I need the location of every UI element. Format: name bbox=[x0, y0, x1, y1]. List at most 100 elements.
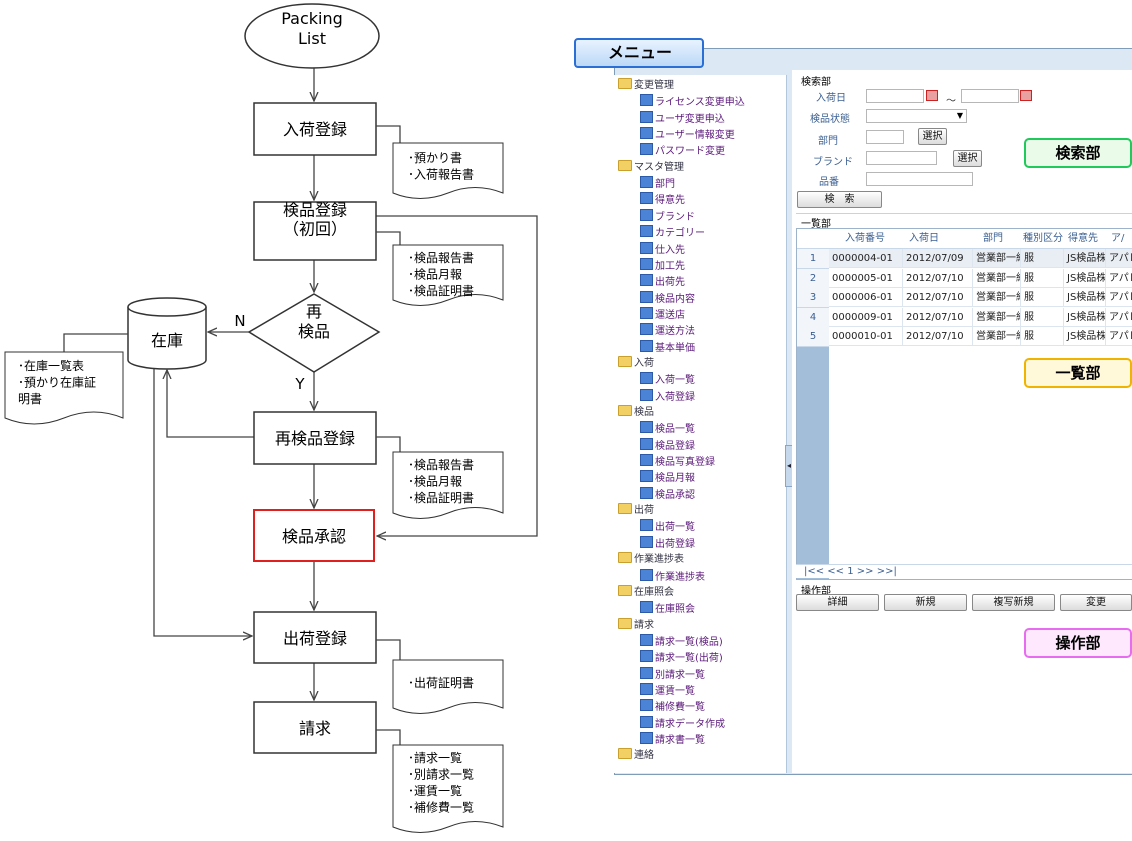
menu-item[interactable]: 運送店 bbox=[640, 306, 685, 322]
menu-item[interactable]: カテゴリー bbox=[640, 225, 705, 240]
table-cell[interactable]: 2012/07/09 bbox=[903, 249, 973, 268]
table-cell[interactable]: 0000006-01 bbox=[829, 288, 903, 307]
table-cell[interactable]: 営業部一組 bbox=[973, 307, 1021, 327]
menu-item[interactable]: 請求一覧(出荷) bbox=[640, 650, 723, 665]
table-cell[interactable]: 2012/07/10 bbox=[903, 288, 973, 307]
menu-item[interactable]: 出荷先 bbox=[640, 274, 685, 289]
table-cell[interactable]: 2012/07/10 bbox=[903, 268, 973, 288]
operation-button[interactable]: 新規 bbox=[884, 594, 967, 611]
table-cell[interactable]: 2012/07/10 bbox=[903, 307, 973, 327]
menu-item[interactable]: 検品承認 bbox=[640, 486, 695, 502]
table-cell[interactable]: 営業部一組 bbox=[973, 288, 1021, 307]
menu-item[interactable]: 別請求一覧 bbox=[640, 666, 705, 682]
table-cell[interactable]: JS検品株 bbox=[1064, 307, 1106, 327]
menu-group[interactable]: 検品 bbox=[618, 405, 654, 419]
table-cell[interactable]: 服 bbox=[1021, 327, 1064, 346]
menu-item[interactable]: 作業進捗表 bbox=[640, 568, 705, 584]
menu-group[interactable]: 入荷 bbox=[618, 355, 654, 370]
menu-item[interactable]: 検品月報 bbox=[640, 470, 695, 485]
table-cell[interactable]: JS検品株 bbox=[1064, 249, 1106, 268]
menu-item[interactable]: 入荷登録 bbox=[640, 388, 695, 404]
operation-button[interactable]: 変更 bbox=[1060, 594, 1132, 611]
menu-item[interactable]: 得意先 bbox=[640, 192, 685, 207]
calendar-icon[interactable] bbox=[926, 90, 938, 101]
table-cell[interactable]: 2012/07/10 bbox=[903, 327, 973, 346]
brand-select-button[interactable]: 選択 bbox=[953, 150, 982, 167]
table-cell[interactable]: JS検品株 bbox=[1064, 268, 1106, 288]
column-header[interactable]: 種別区分 bbox=[1023, 229, 1063, 250]
row-number[interactable]: 1 bbox=[797, 249, 829, 269]
table-cell[interactable]: アパレ bbox=[1106, 249, 1132, 268]
table-cell[interactable]: アパレ bbox=[1106, 308, 1132, 327]
menu-item[interactable]: ライセンス変更申込 bbox=[640, 94, 745, 109]
operation-button[interactable]: 複写新規 bbox=[972, 594, 1055, 611]
arrival-date-to-input[interactable] bbox=[961, 89, 1019, 103]
menu-item[interactable]: 出荷一覧 bbox=[640, 519, 695, 534]
menu-group[interactable]: 変更管理 bbox=[618, 78, 674, 92]
search-button[interactable]: 検 索 bbox=[797, 191, 882, 208]
menu-item[interactable]: 在庫照会 bbox=[640, 601, 695, 616]
table-cell[interactable]: 0000010-01 bbox=[829, 327, 903, 346]
menu-group[interactable]: 請求 bbox=[618, 617, 654, 632]
menu-item[interactable]: 運送方法 bbox=[640, 323, 695, 338]
menu-item[interactable]: 請求データ作成 bbox=[640, 715, 725, 731]
brand-input[interactable] bbox=[866, 151, 937, 165]
menu-item[interactable]: 検品内容 bbox=[640, 290, 695, 306]
column-header[interactable]: 部門 bbox=[983, 229, 1003, 250]
menu-group[interactable]: 作業進捗表 bbox=[618, 552, 684, 566]
table-cell[interactable]: 0000009-01 bbox=[829, 307, 903, 327]
row-number[interactable]: 3 bbox=[797, 288, 829, 308]
menu-tab[interactable]: メニュー bbox=[574, 38, 704, 68]
menu-item[interactable]: パスワード変更 bbox=[640, 143, 725, 158]
menu-item[interactable]: 請求一覧(検品) bbox=[640, 633, 723, 649]
menu-group[interactable]: マスタ管理 bbox=[618, 159, 684, 174]
menu-group[interactable]: 連絡 bbox=[618, 748, 654, 762]
menu-item[interactable]: 基本単価 bbox=[640, 339, 695, 355]
menu-item[interactable]: 検品写真登録 bbox=[640, 454, 715, 469]
menu-item[interactable]: 請求書一覧 bbox=[640, 732, 705, 747]
menu-item[interactable]: ブランド bbox=[640, 208, 695, 224]
table-cell[interactable]: 服 bbox=[1021, 288, 1064, 307]
menu-item[interactable]: 検品登録 bbox=[640, 437, 695, 453]
department-select-button[interactable]: 選択 bbox=[918, 128, 947, 145]
calendar-icon[interactable] bbox=[1020, 90, 1032, 101]
table-cell[interactable]: 0000004-01 bbox=[829, 249, 903, 268]
column-header[interactable]: 入荷番号 bbox=[845, 229, 885, 250]
table-cell[interactable]: 営業部一組 bbox=[973, 249, 1021, 268]
menu-item[interactable]: 運賃一覧 bbox=[640, 682, 695, 698]
arrival-date-from-input[interactable] bbox=[866, 89, 924, 103]
menu-group[interactable]: 在庫照会 bbox=[618, 584, 674, 599]
table-cell[interactable]: 服 bbox=[1021, 268, 1064, 288]
table-cell[interactable]: 営業部一組 bbox=[973, 268, 1021, 288]
menu-item[interactable]: 入荷一覧 bbox=[640, 372, 695, 387]
table-cell[interactable]: 営業部一組 bbox=[973, 327, 1021, 346]
menu-item[interactable]: ユーザ変更申込 bbox=[640, 110, 725, 126]
column-header[interactable]: ア/ル bbox=[1111, 229, 1132, 264]
table-cell[interactable]: 服 bbox=[1021, 249, 1064, 268]
item-number-input[interactable] bbox=[866, 172, 973, 186]
menu-group[interactable]: 出荷 bbox=[618, 503, 654, 517]
column-header[interactable]: 得意先 bbox=[1068, 229, 1098, 250]
menu-item[interactable]: 検品一覧 bbox=[640, 421, 695, 436]
row-number[interactable]: 2 bbox=[797, 268, 829, 289]
table-cell[interactable]: JS検品株 bbox=[1064, 288, 1106, 307]
menu-item[interactable]: 仕入先 bbox=[640, 241, 685, 257]
row-number[interactable]: 5 bbox=[797, 327, 829, 347]
table-cell[interactable]: 0000005-01 bbox=[829, 268, 903, 288]
table-cell[interactable]: JS検品株 bbox=[1064, 327, 1106, 346]
menu-item[interactable]: 部門 bbox=[640, 176, 675, 191]
menu-item[interactable]: 出荷登録 bbox=[640, 535, 695, 551]
column-header[interactable]: 入荷日 bbox=[909, 229, 939, 250]
menu-item[interactable]: 加工先 bbox=[640, 257, 685, 273]
table-cell[interactable]: アパレ bbox=[1106, 288, 1132, 307]
menu-item[interactable]: ユーザー情報変更 bbox=[640, 127, 735, 142]
table-cell[interactable]: アパレ bbox=[1106, 269, 1132, 288]
operation-button[interactable]: 詳細 bbox=[796, 594, 879, 611]
department-input[interactable] bbox=[866, 130, 904, 144]
grid-pager[interactable]: |<< << 1 >> >>| bbox=[796, 564, 1132, 578]
inspection-status-select[interactable]: ▼ bbox=[866, 109, 967, 123]
table-cell[interactable]: 服 bbox=[1021, 307, 1064, 327]
row-number[interactable]: 4 bbox=[797, 307, 829, 328]
menu-item[interactable]: 補修費一覧 bbox=[640, 699, 705, 714]
table-cell[interactable]: アパレ bbox=[1106, 327, 1132, 346]
